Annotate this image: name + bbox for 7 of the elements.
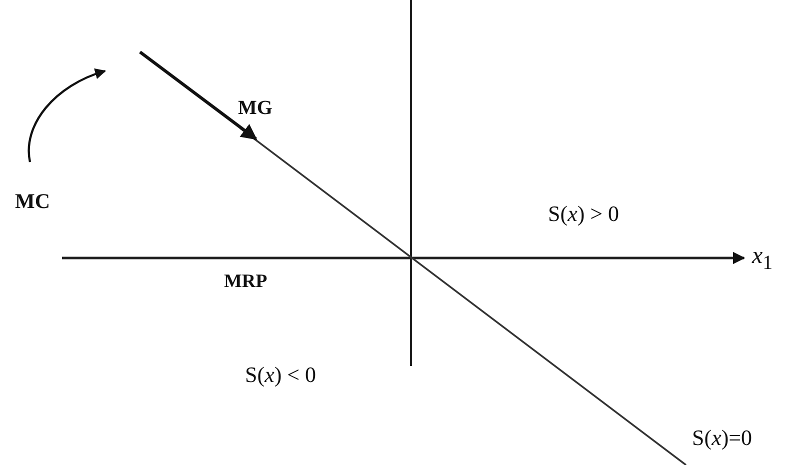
axis-label: x$_{1}$ <box>752 243 773 274</box>
mode-label: MC <box>15 190 50 214</box>
region-label: S(x) < 0 <box>245 363 316 388</box>
mode-label: MRP <box>224 272 268 293</box>
mode-label: MG <box>238 97 272 119</box>
surface-label: S(x)=0 <box>692 426 752 450</box>
region-label: S(x) > 0 <box>548 202 620 226</box>
